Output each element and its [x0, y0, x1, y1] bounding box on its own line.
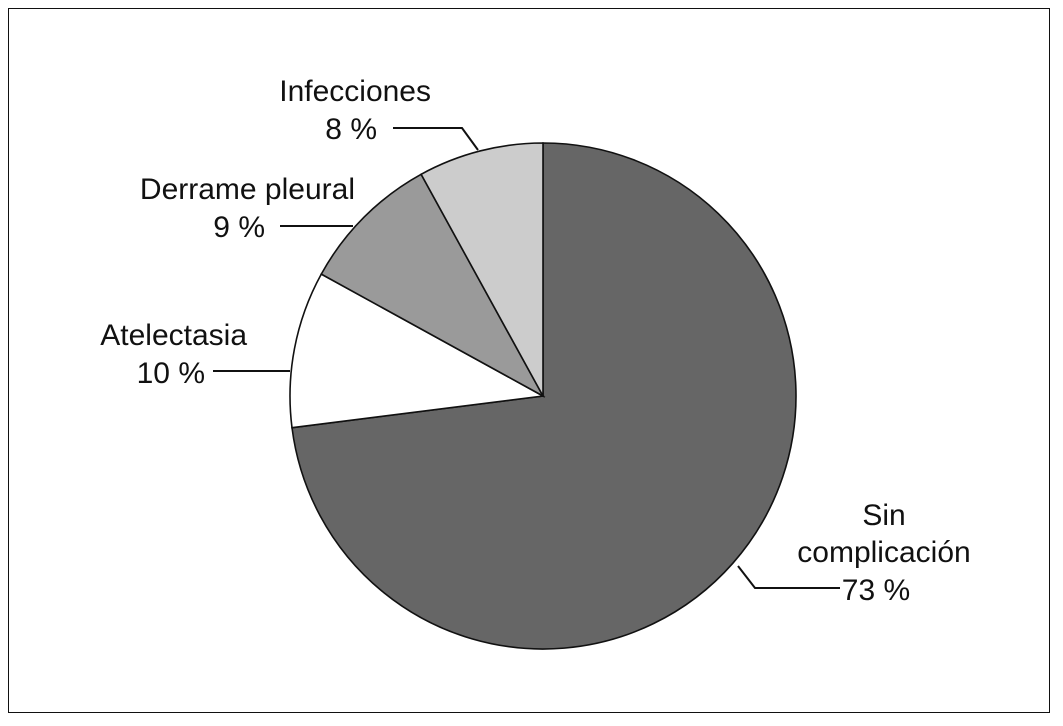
leader-line-infecciones	[393, 127, 479, 151]
leader-line-sin-complicación	[737, 565, 840, 589]
slice-label-atelectasia: Atelectasia	[100, 319, 247, 352]
slice-label-derrame-pleural: Derrame pleural	[140, 173, 355, 206]
slice-value-derrame-pleural: 9 %	[213, 211, 265, 244]
pie-slice-infecciones	[420, 142, 544, 397]
slice-value-atelectasia: 10 %	[137, 357, 205, 390]
slice-label-infecciones: Infecciones	[279, 75, 431, 108]
slice-value-infecciones: 8 %	[325, 113, 377, 146]
slice-label-sin-complicación: Sin	[862, 499, 905, 532]
slice-value-sin-complicación: 73 %	[842, 574, 910, 607]
slice-label-sin-complicación: complicación	[797, 536, 970, 569]
pie-slice-atelectasia	[289, 273, 546, 429]
pie-slice-derrame-pleural	[320, 173, 546, 399]
